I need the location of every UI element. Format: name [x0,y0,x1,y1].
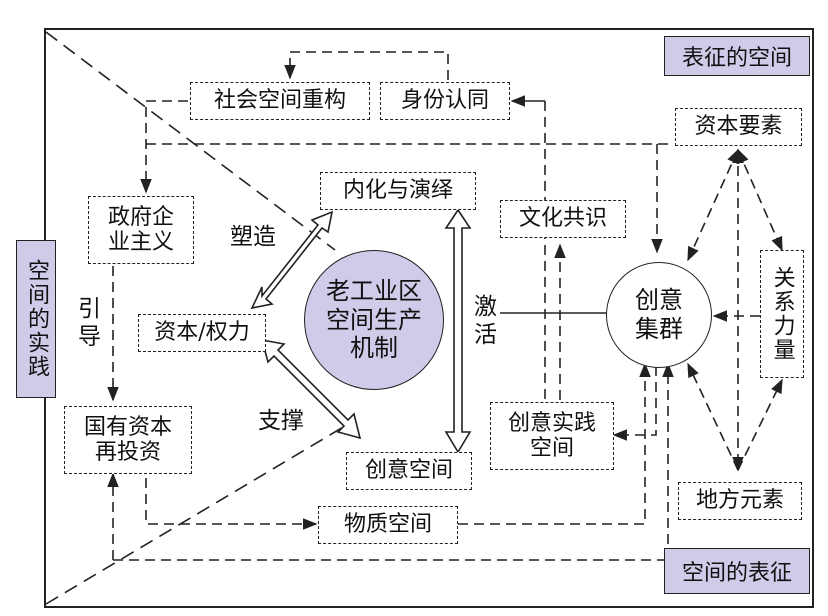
node-creative-practice-space: 创意实践空间 [490,402,614,470]
node-gov-entrepreneurialism: 政府企业主义 [88,196,194,264]
edge-label-activating: 激活 [474,294,497,348]
node-social-reconstruction: 社会空间重构 [190,82,370,120]
node-state-reinvestment: 国有资本再投资 [64,406,192,474]
edge-label-guiding: 引导 [78,296,101,350]
node-identity: 身份认同 [380,82,510,120]
node-capital-power: 资本/权力 [138,314,266,352]
node-capital-elements: 资本要素 [675,108,802,146]
edge-label-shaping: 塑造 [230,224,276,250]
edge-label-supporting: 支撑 [258,408,304,434]
representational-space-tag: 表征的空间 [664,36,810,76]
node-material-space: 物质空间 [318,506,458,544]
spatial-practice-tag: 空间的实践 [16,240,56,398]
supporting-double-arrow [260,338,362,440]
node-relational-power: 关系力量 [760,250,804,378]
representation-of-space-tag: 空间的表征 [664,548,810,594]
shaping-double-arrow [250,210,334,310]
node-cultural-consensus: 文化共识 [500,200,626,238]
node-place-elements: 地方元素 [678,482,802,520]
node-internalization: 内化与演绎 [320,172,476,210]
diagonal-top [45,31,336,251]
core-mechanism-circle: 老工业区空间生产机制 [304,250,444,390]
diagonal-bottom [45,419,356,605]
node-creative-space: 创意空间 [346,452,472,490]
creative-cluster-circle: 创意集群 [606,262,712,368]
